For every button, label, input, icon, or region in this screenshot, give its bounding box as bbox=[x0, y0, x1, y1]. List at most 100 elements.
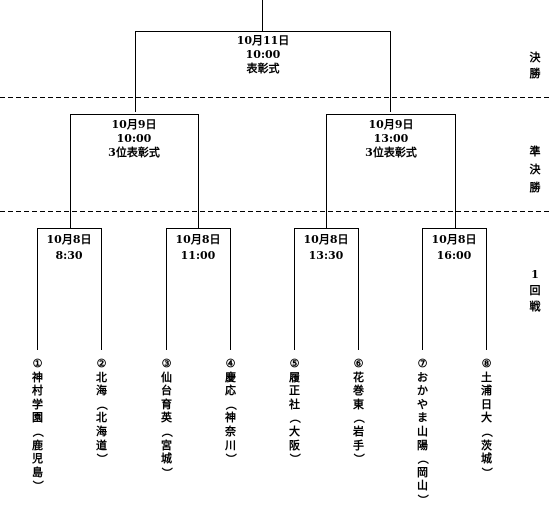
round-label-char: 決 bbox=[529, 163, 541, 176]
team-pref-char: 山 bbox=[417, 479, 428, 493]
paren-close: ） bbox=[288, 453, 302, 465]
match-date: 10月9日 bbox=[111, 118, 157, 131]
round-label-char: 準 bbox=[529, 145, 541, 158]
team-name-char: 履 bbox=[289, 370, 300, 384]
team-name-char: 育 bbox=[161, 397, 172, 411]
team-pref-char: 海 bbox=[96, 424, 107, 438]
paren-open: （ bbox=[160, 426, 174, 438]
team-name-char: ま bbox=[417, 411, 428, 425]
paren-close: ） bbox=[160, 467, 174, 479]
team-pref-char: 奈 bbox=[225, 424, 236, 438]
match-date: 10月11日 bbox=[236, 34, 290, 47]
match-note: 3位表彰式 bbox=[108, 146, 160, 159]
team-number: ① bbox=[32, 357, 43, 370]
team-name-char: 学 bbox=[32, 397, 43, 411]
team-number: ④ bbox=[225, 357, 236, 370]
match-date: 10月8日 bbox=[175, 233, 221, 246]
team-name-char: 花 bbox=[353, 370, 364, 384]
team-pref-char: 大 bbox=[289, 424, 300, 438]
team-pref-char: 道 bbox=[96, 438, 107, 452]
paren-close: ） bbox=[224, 453, 238, 465]
team-number: ③ bbox=[161, 357, 172, 370]
paren-close: ） bbox=[352, 453, 366, 465]
team-name-char: 山 bbox=[417, 424, 428, 438]
bracket-line bbox=[166, 228, 231, 350]
team-name-char: 応 bbox=[225, 384, 236, 398]
bracket-line bbox=[37, 228, 102, 350]
team-number: ⑤ bbox=[289, 357, 300, 370]
team-name-char: 巻 bbox=[353, 384, 364, 398]
team-pref-char: 川 bbox=[225, 438, 236, 452]
team-pref-char: 島 bbox=[32, 465, 43, 479]
team-pref-char: 宮 bbox=[161, 438, 172, 452]
team-name-char: 仙 bbox=[161, 370, 172, 384]
match-time: 10:00 bbox=[245, 48, 281, 61]
team-name-char: や bbox=[417, 397, 428, 411]
match-date: 10月8日 bbox=[46, 233, 92, 246]
paren-open: （ bbox=[352, 412, 366, 424]
team-number: ⑧ bbox=[481, 357, 492, 370]
bracket-line bbox=[326, 114, 456, 228]
team-pref-char: 岩 bbox=[353, 424, 364, 438]
team-number: ⑥ bbox=[353, 357, 364, 370]
r1-match-3-info: 10月8日 13:30 bbox=[291, 232, 361, 264]
paren-open: （ bbox=[224, 399, 238, 411]
team-name-char: 社 bbox=[289, 397, 300, 411]
team-number: ② bbox=[96, 357, 107, 370]
bracket-line bbox=[294, 228, 359, 350]
paren-open: （ bbox=[31, 426, 45, 438]
round-label-char: 戦 bbox=[529, 300, 541, 313]
team-pref-char: 児 bbox=[32, 452, 43, 466]
team-pref-char: 阪 bbox=[289, 438, 300, 452]
round-label-char: 回 bbox=[529, 284, 541, 297]
team-name-char: 日 bbox=[481, 397, 492, 411]
team-name-char: 慶 bbox=[225, 370, 236, 384]
bracket-line bbox=[70, 114, 199, 228]
paren-close: ） bbox=[416, 494, 430, 506]
r1-match-4-info: 10月8日 16:00 bbox=[419, 232, 489, 264]
match-date: 10月8日 bbox=[431, 233, 477, 246]
match-time: 10:00 bbox=[116, 132, 152, 145]
match-note: 3位表彰式 bbox=[365, 146, 417, 159]
paren-open: （ bbox=[480, 426, 494, 438]
team-name-char: 土 bbox=[481, 370, 492, 384]
round-label-char: 決 bbox=[529, 51, 541, 64]
final-match-info: 10月11日 10:00 表彰式 bbox=[213, 34, 313, 76]
semi-match-2-info: 10月9日 13:00 3位表彰式 bbox=[341, 118, 441, 160]
round-label-char: 1 bbox=[531, 268, 539, 281]
match-time: 13:30 bbox=[308, 249, 344, 262]
team-name-char: 陽 bbox=[417, 438, 428, 452]
match-date: 10月9日 bbox=[368, 118, 414, 131]
team-number: ⑦ bbox=[417, 357, 428, 370]
round-label-char: 勝 bbox=[529, 181, 541, 194]
bracket-line bbox=[422, 228, 487, 350]
team-name-char: 東 bbox=[353, 397, 364, 411]
paren-open: （ bbox=[416, 453, 430, 465]
team-name-char: 英 bbox=[161, 411, 172, 425]
round-label-final: 決勝 bbox=[527, 50, 543, 82]
team-name-char: 正 bbox=[289, 384, 300, 398]
match-time: 13:00 bbox=[373, 132, 409, 145]
paren-open: （ bbox=[288, 412, 302, 424]
round-label-first: 1 回戦 bbox=[527, 267, 543, 315]
team-pref-char: 鹿 bbox=[32, 438, 43, 452]
team-name-char: お bbox=[417, 370, 428, 384]
match-time: 16:00 bbox=[436, 249, 472, 262]
team-pref-char: 城 bbox=[481, 452, 492, 466]
match-date: 10月8日 bbox=[303, 233, 349, 246]
team-name-char: 園 bbox=[32, 411, 43, 425]
team-pref-char: 神 bbox=[225, 411, 236, 425]
paren-close: ） bbox=[95, 453, 109, 465]
team-name-char: 北 bbox=[96, 370, 107, 384]
team-pref-char: 茨 bbox=[481, 438, 492, 452]
semi-match-1-info: 10月9日 10:00 3位表彰式 bbox=[84, 118, 184, 160]
team-name-char: 浦 bbox=[481, 384, 492, 398]
